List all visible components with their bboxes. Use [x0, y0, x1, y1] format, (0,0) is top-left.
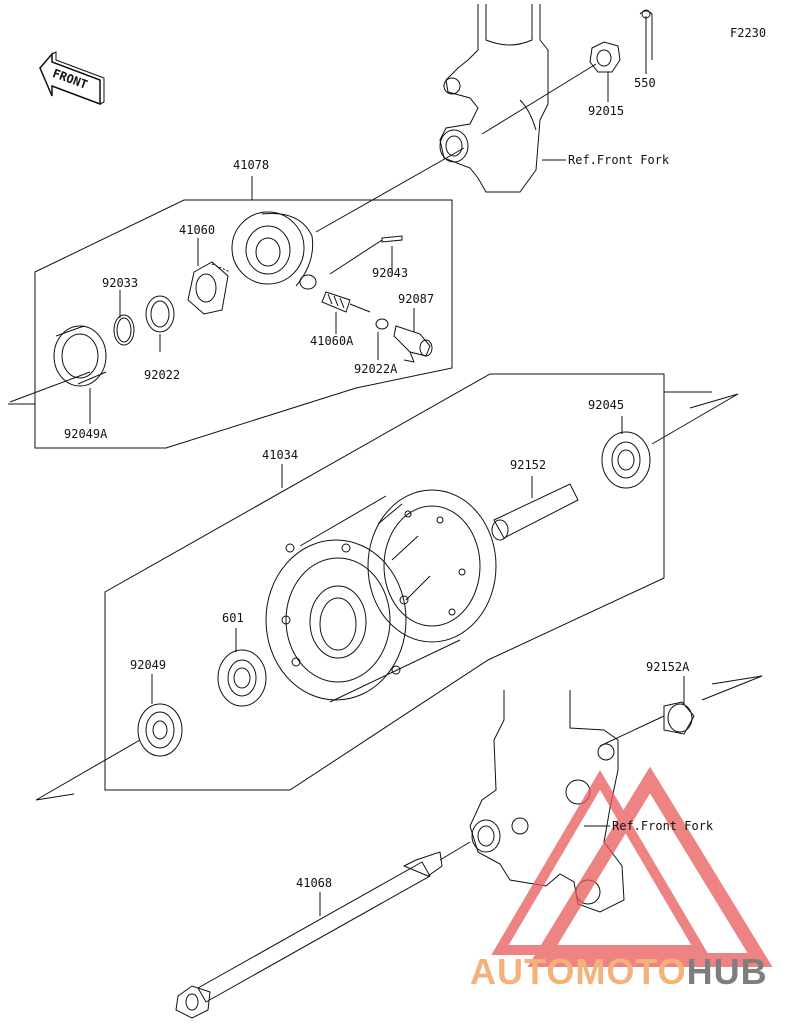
label-92087: 92087 [398, 292, 435, 306]
bracket-41034 [104, 373, 665, 791]
pinion-41060A [321, 291, 371, 313]
seal-92049 [137, 703, 183, 757]
bushing-92087 [393, 325, 433, 363]
bearing-92045 [601, 431, 651, 489]
seal-92049A [53, 325, 107, 387]
gear-41060 [187, 261, 231, 315]
label-92152A: 92152A [646, 660, 690, 674]
cotter-pin-550 [639, 9, 653, 62]
label-41078: 41078 [233, 158, 270, 172]
watermark-text: AUTOMOTOHUB [470, 954, 768, 990]
label-92033: 92033 [102, 276, 139, 290]
bearing-601 [217, 649, 267, 707]
label-41060: 41060 [179, 223, 216, 237]
label-92045: 92045 [588, 398, 625, 412]
label-92015: 92015 [588, 104, 625, 118]
spacer-92152 [491, 483, 579, 541]
watermark-part1: AUTOMOTO [470, 951, 687, 992]
label-ref-front-fork-top: Ref.Front Fork [568, 153, 670, 167]
diagram-code: F2230 [730, 26, 767, 40]
front-arrow-icon [39, 51, 105, 106]
axle-41068 [175, 841, 471, 1019]
front-fork-upper [439, 4, 549, 193]
front-fork-lower [469, 690, 625, 913]
watermark-part2: HUB [686, 951, 768, 992]
label-92152: 92152 [510, 458, 547, 472]
collar-92152A [663, 701, 695, 735]
label-550: 550 [634, 76, 656, 90]
pin-92043 [381, 235, 403, 243]
label-92049A: 92049A [64, 427, 108, 441]
label-ref-front-fork-bottom: Ref.Front Fork [612, 819, 714, 833]
label-92043: 92043 [372, 266, 409, 280]
washer-92022 [145, 295, 175, 333]
label-92022A: 92022A [354, 362, 398, 376]
axle-line-upper [315, 63, 597, 233]
hub-41034 [265, 489, 497, 703]
label-92049: 92049 [130, 658, 167, 672]
gear-housing-41078 [231, 211, 317, 290]
washer-92022A [375, 318, 389, 330]
label-601: 601 [222, 611, 244, 625]
ring-92033 [113, 314, 135, 346]
label-41068: 41068 [296, 876, 333, 890]
bracket-41078 [34, 199, 453, 449]
label-41034: 41034 [262, 448, 299, 462]
label-41060A: 41060A [310, 334, 354, 348]
watermark-logo-icon [491, 766, 773, 967]
label-92022: 92022 [144, 368, 181, 382]
nut-92015 [589, 41, 621, 73]
